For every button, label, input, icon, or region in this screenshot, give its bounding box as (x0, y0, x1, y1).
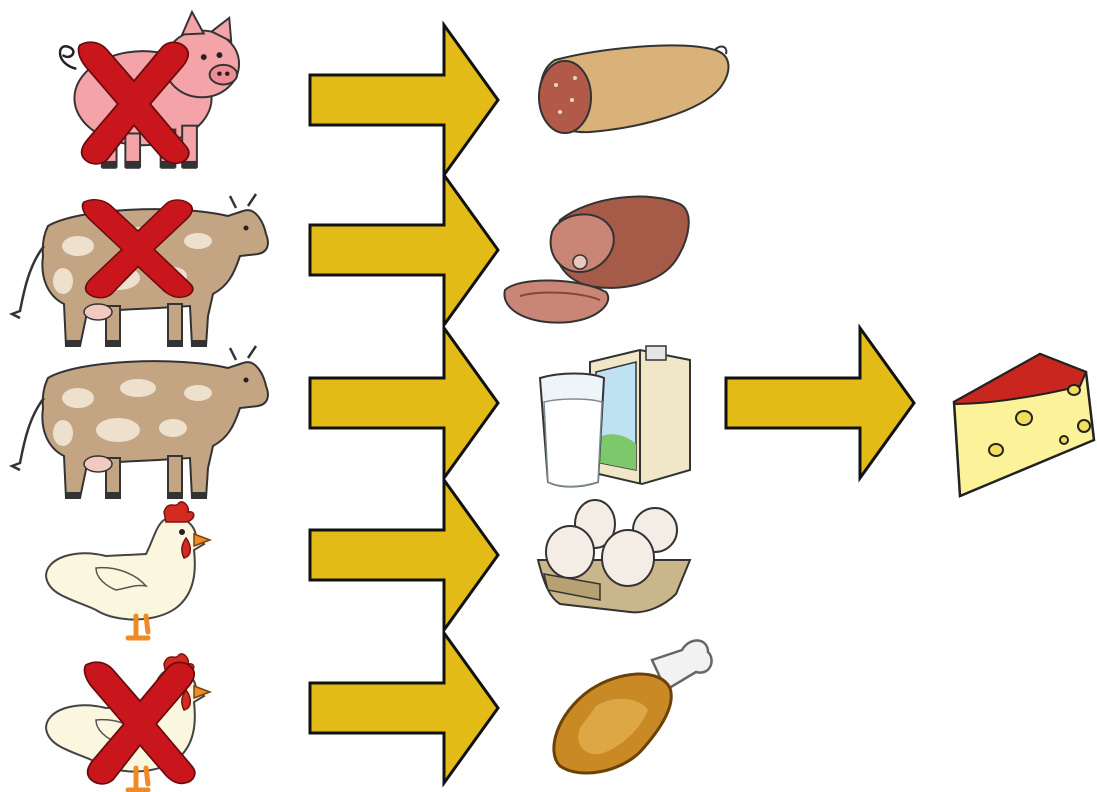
sausage-icon (539, 45, 728, 133)
eggs-icon (538, 500, 690, 612)
cow-icon (12, 194, 268, 347)
milk-icon (540, 346, 690, 487)
cow-icon (12, 346, 268, 499)
row-hen-drumstick (46, 633, 712, 790)
arrow-icon (310, 25, 498, 175)
drumstick-icon (554, 640, 712, 773)
arrow-icon (310, 328, 498, 478)
arrow-icon (310, 633, 498, 783)
row-hen-eggs (46, 480, 690, 638)
row-cow-milk-cheese (12, 328, 1094, 499)
arrow-icon (726, 328, 914, 478)
ham-icon (504, 197, 688, 323)
arrow-icon (310, 480, 498, 630)
row-cow-ham (12, 175, 689, 347)
cheese-icon (954, 354, 1094, 496)
hen-icon (46, 502, 210, 638)
row-pig-sausage (60, 12, 728, 175)
arrow-icon (310, 175, 498, 325)
